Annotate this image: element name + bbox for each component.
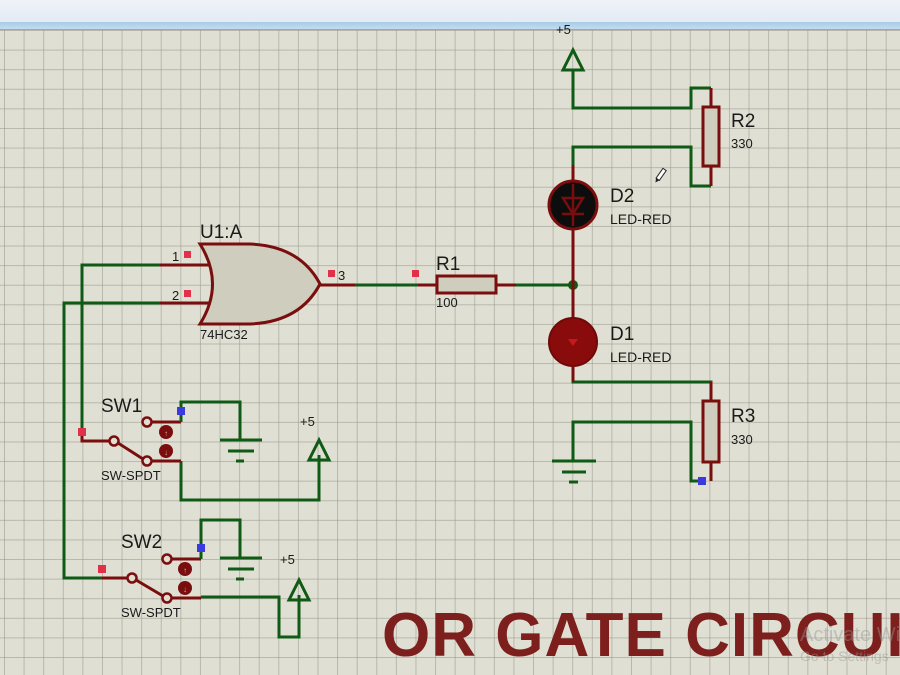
sw2-part-label: SW-SPDT (121, 605, 181, 620)
arrow-up-icon: ↑ (164, 429, 168, 438)
pin-marker (197, 544, 205, 552)
sw2-ref-label: SW2 (121, 532, 162, 553)
arrow-up-icon: ↑ (183, 566, 187, 575)
switch-sw2[interactable] (102, 548, 203, 604)
wire-sw1-gnd (179, 400, 242, 440)
ground-icon (552, 459, 596, 484)
u1-ref-label: U1:A (200, 222, 243, 243)
windows-activation-watermark: Activate Windows (800, 624, 900, 646)
window-border (0, 22, 900, 30)
arrow-down-icon: ↓ (164, 448, 168, 457)
sw1-part-label: SW-SPDT (101, 468, 161, 483)
pencil-cursor-icon (655, 167, 667, 183)
pin-marker (698, 477, 706, 485)
power-label-sw2: +5 (280, 552, 295, 567)
sw1-toggle-down-button[interactable]: ↓ (159, 444, 173, 458)
sw2-toggle-up-button[interactable]: ↑ (178, 562, 192, 576)
wire-sw2-vcc (201, 595, 301, 639)
resistor-r1[interactable] (418, 274, 516, 295)
power-label-sw1: +5 (300, 414, 315, 429)
d1-part-label: LED-RED (610, 349, 671, 365)
pin-marker (184, 251, 191, 258)
led-d2[interactable] (547, 165, 599, 285)
wires (62, 70, 713, 639)
switch-sw1[interactable] (80, 411, 183, 467)
windows-activation-subtext: Go to Settings (800, 648, 889, 664)
ground-icon (220, 438, 262, 463)
r3-ref-label: R3 (731, 406, 755, 427)
wire-in2 (62, 301, 160, 580)
or-gate-u1[interactable] (160, 242, 355, 326)
wire-r3-gnd (571, 420, 702, 483)
d2-part-label: LED-RED (610, 211, 671, 227)
r2-value-label: 330 (731, 136, 753, 151)
pin-marker (177, 407, 185, 415)
sw2-toggle-down-button[interactable]: ↓ (178, 581, 192, 595)
r1-ref-label: R1 (436, 254, 460, 275)
r2-ref-label: R2 (731, 111, 755, 132)
wire-r2-d2 (571, 145, 711, 188)
wire-d1-r3 (571, 373, 713, 388)
ground-symbols (220, 438, 596, 581)
window-title-bar (0, 0, 900, 22)
wire-sw1-vcc (179, 455, 321, 502)
ground-icon (220, 556, 262, 581)
schematic-canvas[interactable] (0, 30, 900, 675)
pin-marker (98, 565, 106, 573)
power-terminal-sw2[interactable] (286, 576, 312, 602)
wire-vcc-r2 (571, 70, 711, 110)
diode-icon (568, 339, 578, 346)
pin-label-1: 1 (172, 249, 179, 264)
d2-ref-label: D2 (610, 186, 634, 207)
pin-marker (78, 428, 86, 436)
power-terminal-top[interactable] (560, 46, 586, 72)
wire-in1 (80, 263, 160, 432)
wire-sw2-gnd (199, 518, 242, 558)
r1-value-label: 100 (436, 295, 458, 310)
arrow-down-icon: ↓ (183, 585, 187, 594)
pin-label-3: 3 (338, 268, 345, 283)
resistor-r3[interactable] (701, 382, 721, 481)
pin-label-2: 2 (172, 288, 179, 303)
power-label-top: +5 (556, 22, 571, 37)
pin-marker (184, 290, 191, 297)
resistor-r2[interactable] (701, 88, 721, 186)
u1-part-label: 74HC32 (200, 327, 248, 342)
power-terminal-sw1[interactable] (306, 436, 332, 462)
sw1-toggle-up-button[interactable]: ↑ (159, 425, 173, 439)
led-d1[interactable] (548, 285, 598, 382)
r3-value-label: 330 (731, 432, 753, 447)
overlay-title: OR GATE CIRCUIT (382, 601, 900, 670)
pin-marker (412, 270, 419, 277)
pin-marker (328, 270, 335, 277)
sw1-ref-label: SW1 (101, 396, 142, 417)
d1-ref-label: D1 (610, 324, 634, 345)
